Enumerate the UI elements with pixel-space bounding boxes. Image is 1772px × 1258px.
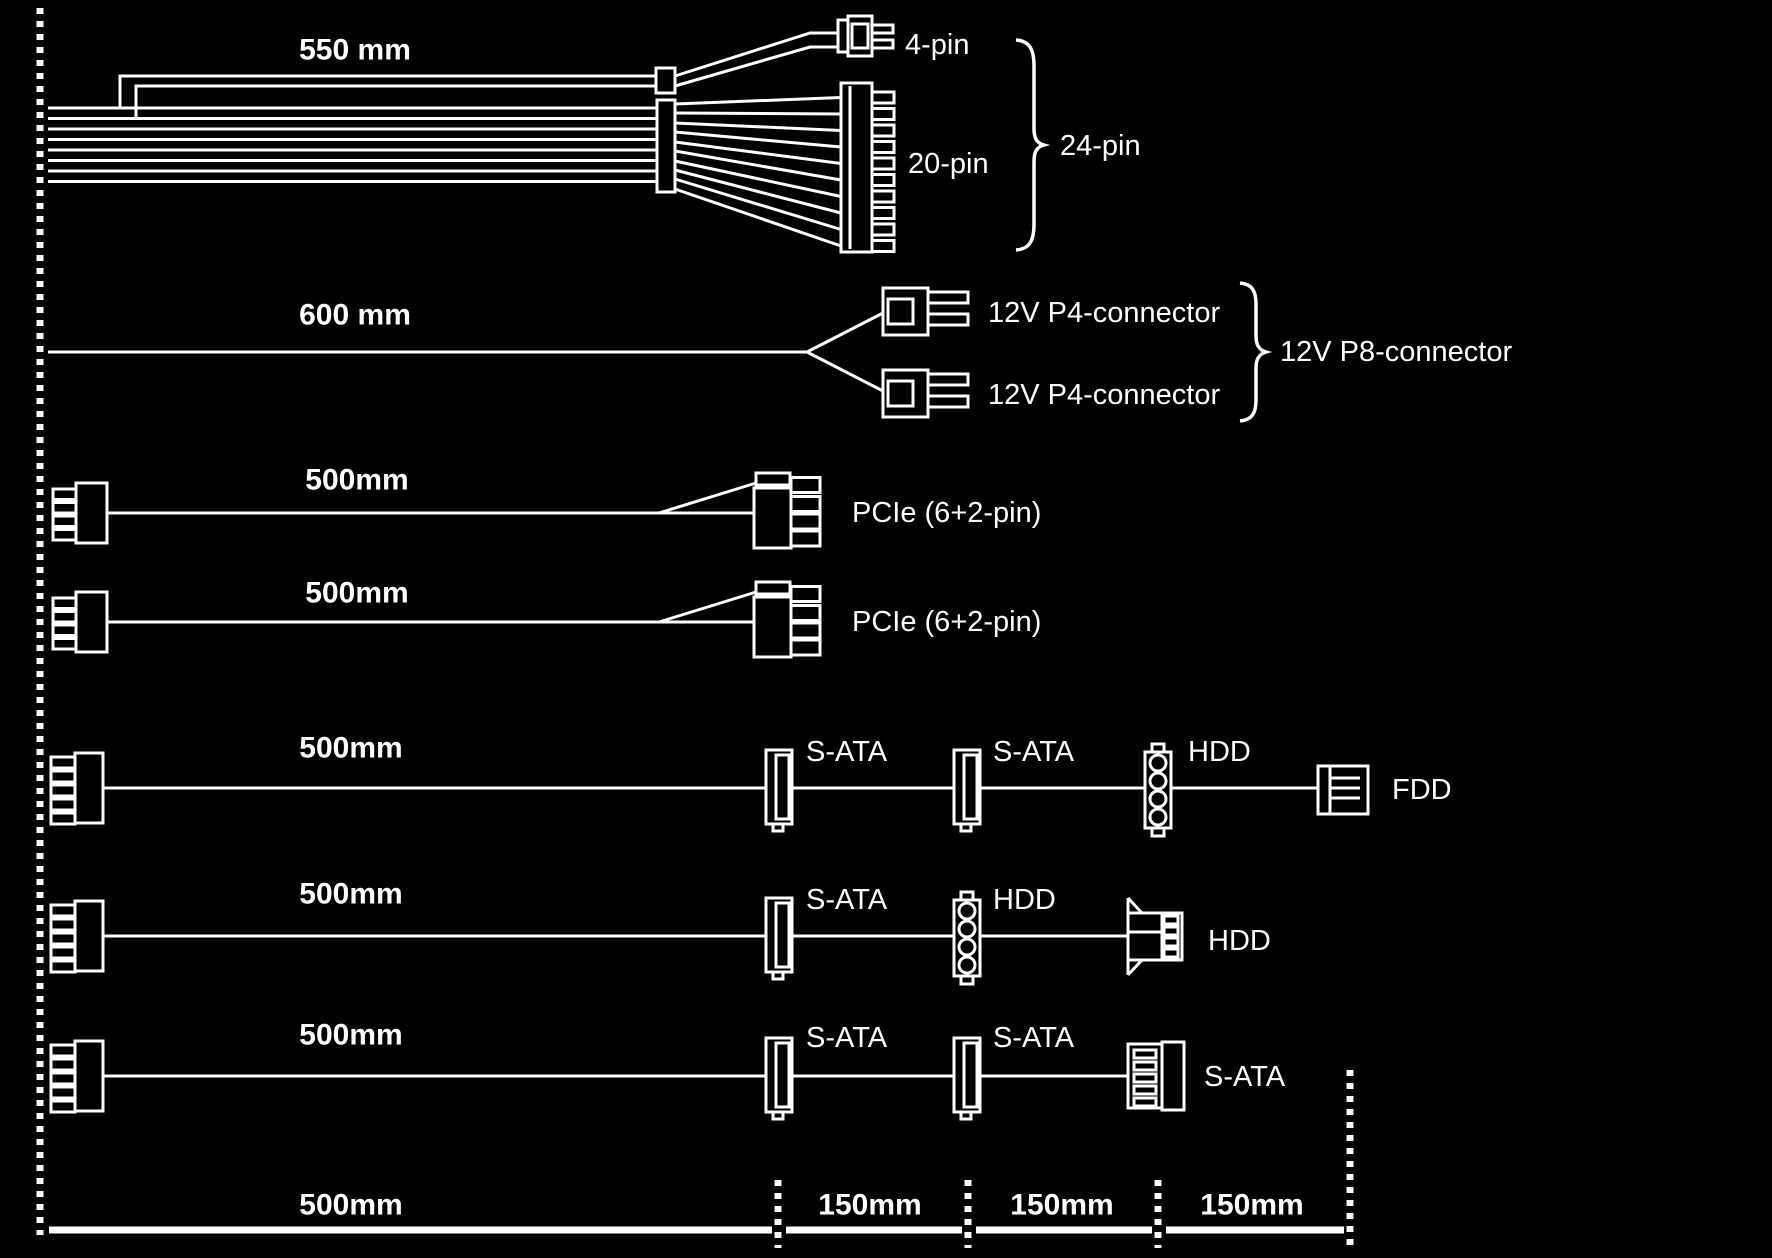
peripheral2-length-label: 500mm: [299, 878, 402, 911]
peripheral1-hdd-label: HDD: [1188, 736, 1251, 768]
pcie2-connector: [752, 580, 822, 659]
atx-branch-clamp: [654, 66, 677, 95]
atx-24pin-brace: [1015, 38, 1051, 252]
peripheral1-sata-connector-2: [952, 748, 982, 833]
peripheral1-hdd-connector: [1143, 742, 1173, 838]
peripheral2-sata-connector: [764, 896, 794, 981]
cable-peripheral-1: 500mm S-ATA S-ATA: [49, 732, 1452, 838]
atx-24pin-label: 24-pin: [1060, 130, 1141, 162]
ruler-label-150mm-1: 150mm: [818, 1189, 921, 1222]
peripheral1-sata2-label: S-ATA: [993, 736, 1075, 768]
peripheral2-hdd-passthrough-connector: [952, 890, 982, 986]
cpu-p8-label: 12V P8-connector: [1280, 336, 1512, 368]
pcie1-connector-label: PCIe (6+2-pin): [852, 497, 1041, 529]
pcie2-length-label: 500mm: [305, 577, 408, 610]
cpu-p4-connector-top: [881, 286, 970, 337]
cable-peripheral-2: 500mm S-ATA HDD: [49, 878, 1271, 986]
peripheral1-length-label: 500mm: [299, 732, 402, 765]
pcie2-psu-connector: [51, 590, 109, 654]
peripheral3-sata-end-label: S-ATA: [1204, 1061, 1286, 1093]
cpu-p4-bottom-label: 12V P4-connector: [988, 379, 1220, 411]
peripheral3-sata-end-connector: [1126, 1040, 1186, 1112]
peripheral3-sata2-label: S-ATA: [993, 1022, 1075, 1054]
peripheral2-sata-label: S-ATA: [806, 884, 888, 916]
atx-main-clamp: [655, 98, 677, 194]
atx-4pin-label: 4-pin: [905, 29, 970, 61]
peripheral1-sata-connector-1: [764, 748, 794, 833]
pcie1-length-label: 500mm: [305, 464, 408, 497]
peripheral3-psu-connector: [49, 1039, 105, 1114]
cpu-length-label: 600 mm: [299, 299, 411, 332]
peripheral2-hdd-end-connector: [1126, 896, 1184, 977]
peripheral1-fdd-connector: [1316, 764, 1370, 816]
atx-length-label: 550 mm: [299, 34, 411, 67]
peripheral1-psu-connector: [49, 751, 105, 826]
atx-20pin-label: 20-pin: [908, 148, 989, 180]
cable-atx: 550 mm 4-pin: [48, 14, 1141, 254]
cable-pcie-1: 500mm PCIe (6+2-pin): [51, 464, 1041, 550]
cpu-p4-connector-bottom: [881, 368, 970, 419]
peripheral1-sata1-label: S-ATA: [806, 736, 888, 768]
pcie1-psu-connector: [51, 481, 109, 545]
peripheral1-fdd-label: FDD: [1392, 774, 1452, 806]
peripheral2-hdd-end-label: HDD: [1208, 925, 1271, 957]
atx-20pin-connector: [839, 81, 896, 254]
cpu-p8-brace: [1239, 281, 1273, 423]
pcie1-connector: [752, 471, 822, 550]
pcie2-connector-label: PCIe (6+2-pin): [852, 606, 1041, 638]
cable-cpu: 600 mm 12V P4-connector 12V P4-connector…: [48, 281, 1512, 423]
atx-4pin-connector: [836, 14, 895, 58]
ruler-label-150mm-2: 150mm: [1010, 1189, 1113, 1222]
measurement-ruler: 500mm 150mm 150mm 150mm: [49, 1070, 1354, 1248]
ruler-label-150mm-3: 150mm: [1200, 1189, 1303, 1222]
peripheral2-hdd-passthrough-label: HDD: [993, 884, 1056, 916]
ruler-label-500mm: 500mm: [299, 1189, 402, 1222]
cable-peripheral-3: 500mm S-ATA S-ATA: [49, 1019, 1286, 1121]
peripheral3-length-label: 500mm: [299, 1019, 402, 1052]
peripheral3-sata-connector-2: [952, 1036, 982, 1121]
cable-pcie-2: 500mm PCIe (6+2-pin): [51, 577, 1041, 659]
cpu-p4-top-label: 12V P4-connector: [988, 297, 1220, 329]
peripheral3-sata1-label: S-ATA: [806, 1022, 888, 1054]
peripheral3-sata-connector-1: [764, 1036, 794, 1121]
